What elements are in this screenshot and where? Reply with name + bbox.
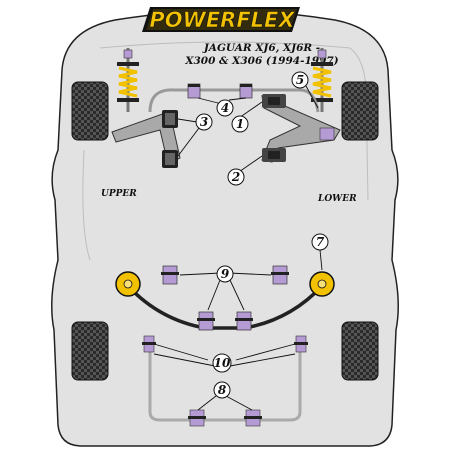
callout-5: 5 [291,71,309,89]
callout-4: 4 [216,99,234,117]
svg-text:3: 3 [200,115,208,129]
callout-10: 10 [212,353,232,373]
svg-text:5: 5 [296,73,304,87]
svg-text:9: 9 [221,267,230,281]
wheel-front-left [71,81,109,141]
front-roll-bar-bushes [187,83,253,99]
callout-8: 8 [213,381,231,399]
powerflex-logo: POWERFLEX [142,7,300,32]
front-anti-roll-bar [148,88,320,113]
callout-3: 3 [195,113,213,131]
callout-7: 7 [311,233,329,251]
rear-subframe [148,352,302,422]
svg-text:8: 8 [218,383,227,397]
svg-text:10: 10 [214,356,231,370]
callout-1: 1 [231,115,249,133]
logo-text: POWERFLEX [149,8,296,32]
wheel-rear-right [341,321,379,381]
svg-text:4: 4 [221,101,229,115]
lower-wishbone-bushes [262,94,335,162]
svg-text:2: 2 [231,170,240,184]
upper-wishbone-bushes [162,110,178,168]
rear-roll-bar-bushes [161,265,289,331]
car-body-inner-line [82,41,369,261]
wheel-rear-left [71,321,109,381]
rear-subframe-mounts [142,335,308,427]
rear-anti-roll-bar [126,284,324,330]
callout-9: 9 [216,265,234,283]
upper-label: UPPER [101,189,137,199]
callout-2: 2 [227,168,245,186]
rear-drop-link-bushes [115,271,335,297]
svg-text:1: 1 [236,117,244,131]
front-right-shock [311,48,333,112]
lower-label: LOWER [317,194,357,204]
wheel-front-right [341,81,379,141]
vehicle-model-line1: JAGUAR XJ6, XJ6R - [202,42,320,54]
svg-text:7: 7 [316,235,325,249]
car-body-outline [51,10,399,447]
vehicle-model-line2: X300 & X306 (1994-1997) [184,55,338,67]
front-left-shock [117,48,139,112]
